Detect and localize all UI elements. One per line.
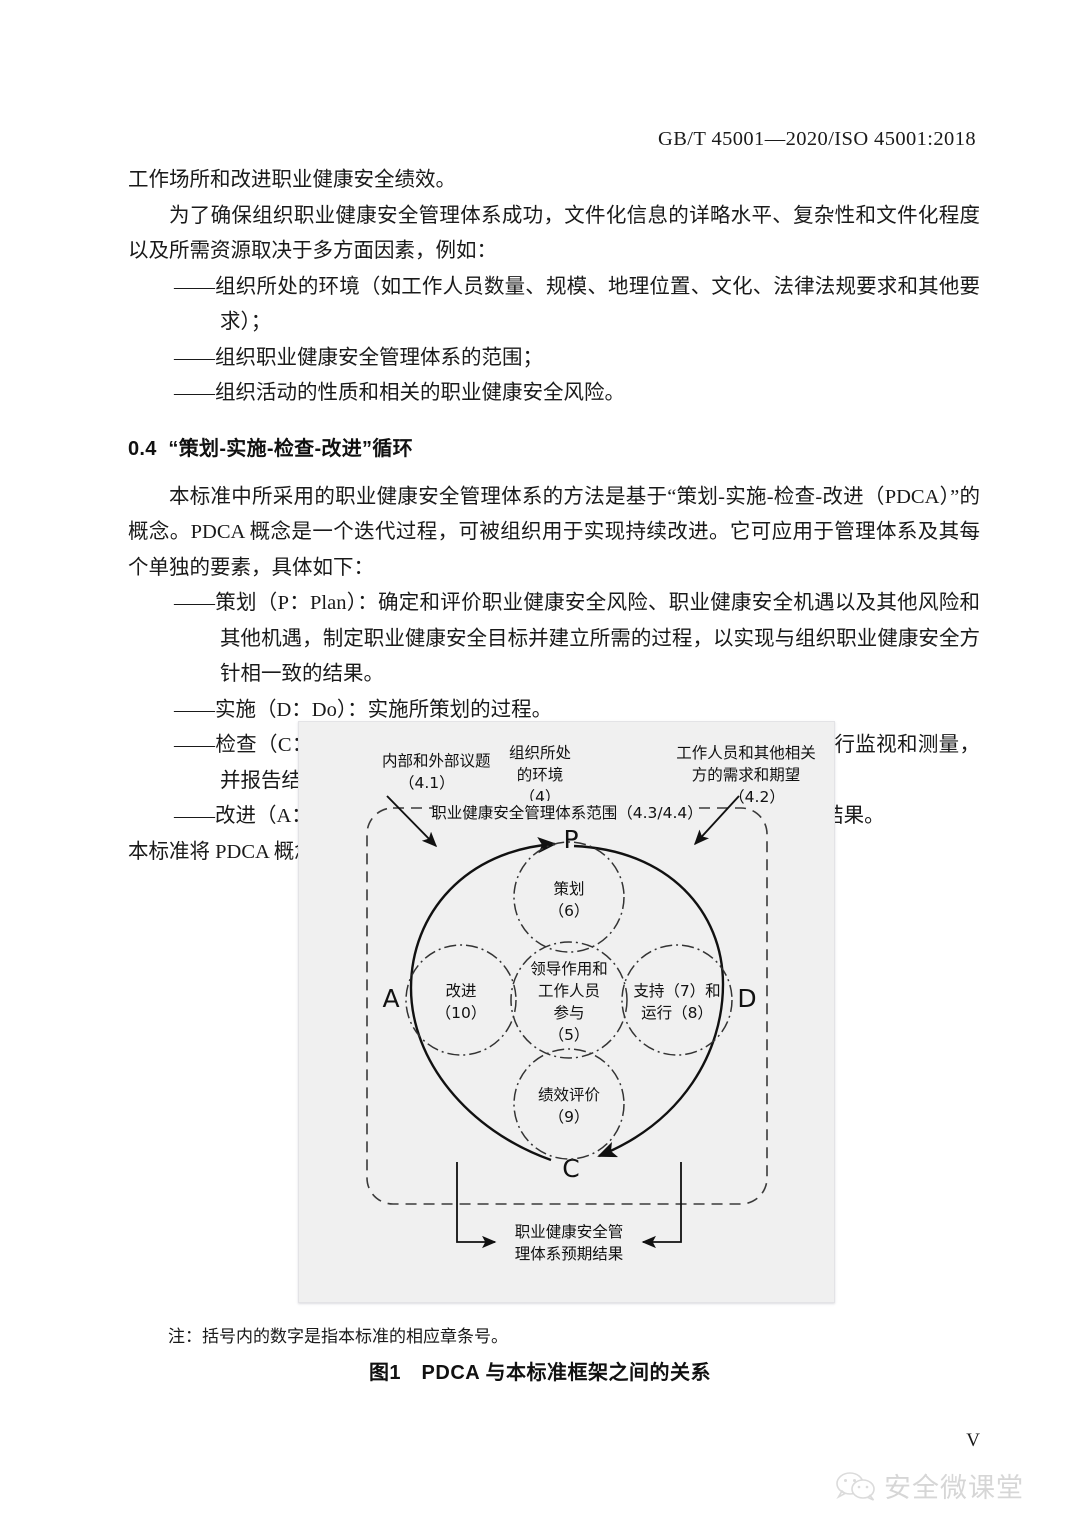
connector-right-to-outcome <box>641 1162 682 1249</box>
paragraph-pdca-intro: 本标准中所采用的职业健康安全管理体系的方法是基于“策划-实施-检查-改进（PDC… <box>128 485 980 579</box>
circle-support-operation <box>621 944 733 1056</box>
document-header: GB/T 45001—2020/ISO 45001:2018 <box>0 128 976 151</box>
cycle-letter-a: A <box>382 984 399 1013</box>
label-intended-outcome-line1: 职业健康安全管 <box>515 1223 624 1241</box>
label-worker-needs-line2: 方的需求和期望 <box>692 766 801 784</box>
circle-improvement-label-line1: 改进 <box>445 982 476 1000</box>
standard-code: GB/T 45001—2020/ISO 45001:2018 <box>658 128 976 150</box>
circle-planning <box>513 841 625 953</box>
wechat-bubble-icon <box>836 1471 875 1501</box>
label-intended-outcome-line2: 理体系预期结果 <box>515 1245 624 1263</box>
list-item: ——实施（D：Do）：实施所策划的过程。 <box>174 698 553 721</box>
list-item: ——组织职业健康安全管理体系的范围； <box>174 346 543 369</box>
list-item: ——组织活动的性质和相关的职业健康安全风险。 <box>174 382 625 404</box>
arrow-issues-to-cycle <box>386 795 438 848</box>
circle-evaluation-label-line2: （9） <box>549 1108 590 1126</box>
label-oh-s-scope: 职业健康安全管理体系范围（4.3/4.4） <box>431 804 703 822</box>
circle-support-label-line1: 支持（7）和 <box>633 982 720 1000</box>
watermark-text: 安全微课堂 <box>884 1473 1024 1504</box>
list-item: ——组织所处的环境（如工作人员数量、规模、地理位置、文化、法律法规要求和其他要求… <box>174 275 980 334</box>
label-worker-needs-line1: 工作人员和其他相关 <box>676 744 816 762</box>
figure-caption: 图1 PDCA 与本标准框架之间的关系 <box>368 1362 712 1384</box>
watermark: 安全微课堂 <box>835 1466 1024 1505</box>
pdca-diagram-svg: 内部和外部议题 （4.1） 组织所处 的环境 （4） 工作人员和其他相关 方的需… <box>366 744 816 1263</box>
section-title: “策划-实施-检查-改进”循环 <box>168 437 413 460</box>
arc-p-to-d-to-c <box>573 844 725 1158</box>
circle-leadership-label-line1: 领导作用和 <box>530 960 608 978</box>
label-organization-context-line1: 组织所处 <box>509 744 571 762</box>
arc-c-to-a-to-p <box>409 837 557 1162</box>
list-item: ——策划（P：Plan）：确定和评价职业健康安全风险、职业健康安全机遇以及其他风… <box>174 592 980 685</box>
circle-evaluation-label-line1: 绩效评价 <box>538 1086 601 1104</box>
circle-planning-label-line1: 策划 <box>553 880 584 898</box>
label-internal-external-issues-line2: （4.1） <box>399 774 455 792</box>
circle-planning-label-line2: （6） <box>549 902 590 920</box>
paragraph-continuation: 工作场所和改进职业健康安全绩效。 <box>128 169 456 191</box>
circle-improvement <box>405 944 517 1056</box>
arrow-needs-to-cycle <box>693 795 740 846</box>
circle-improvement-label-line2: （10） <box>436 1004 487 1022</box>
figure-pdca-diagram: 内部和外部议题 （4.1） 组织所处 的环境 （4） 工作人员和其他相关 方的需… <box>298 721 835 1303</box>
scope-boundary <box>366 807 768 1205</box>
circle-leadership-label-line4: （5） <box>549 1026 590 1044</box>
label-organization-context-line2: 的环境 <box>517 765 564 784</box>
circle-performance-evaluation <box>513 1048 625 1160</box>
cycle-letter-p: P <box>563 825 578 854</box>
label-internal-external-issues-line1: 内部和外部议题 <box>382 752 491 770</box>
circle-leadership-label-line2: 工作人员 <box>538 982 600 1000</box>
section-number: 0.4 <box>128 437 157 460</box>
circle-support-label-line2: 运行（8） <box>641 1004 713 1022</box>
scope-label-backing <box>434 801 694 821</box>
circle-leadership-label-line3: 参与 <box>553 1004 584 1022</box>
cycle-letter-c: C <box>562 1154 579 1183</box>
label-worker-needs-line3: （4.2） <box>729 788 785 806</box>
connector-left-to-outcome <box>456 1162 497 1249</box>
circle-leadership-participation <box>510 941 628 1059</box>
section-heading: 0.4 “策划-实施-检查-改进”循环 <box>128 434 980 464</box>
figure-note: 注：括号内的数字是指本标准的相应章条号。 <box>168 1327 508 1346</box>
cycle-letter-d: D <box>737 984 756 1013</box>
page-number: V <box>966 1430 980 1451</box>
paragraph-documented-info: 为了确保组织职业健康安全管理体系成功，文件化信息的详略水平、复杂性和文件化程度以… <box>128 204 980 263</box>
